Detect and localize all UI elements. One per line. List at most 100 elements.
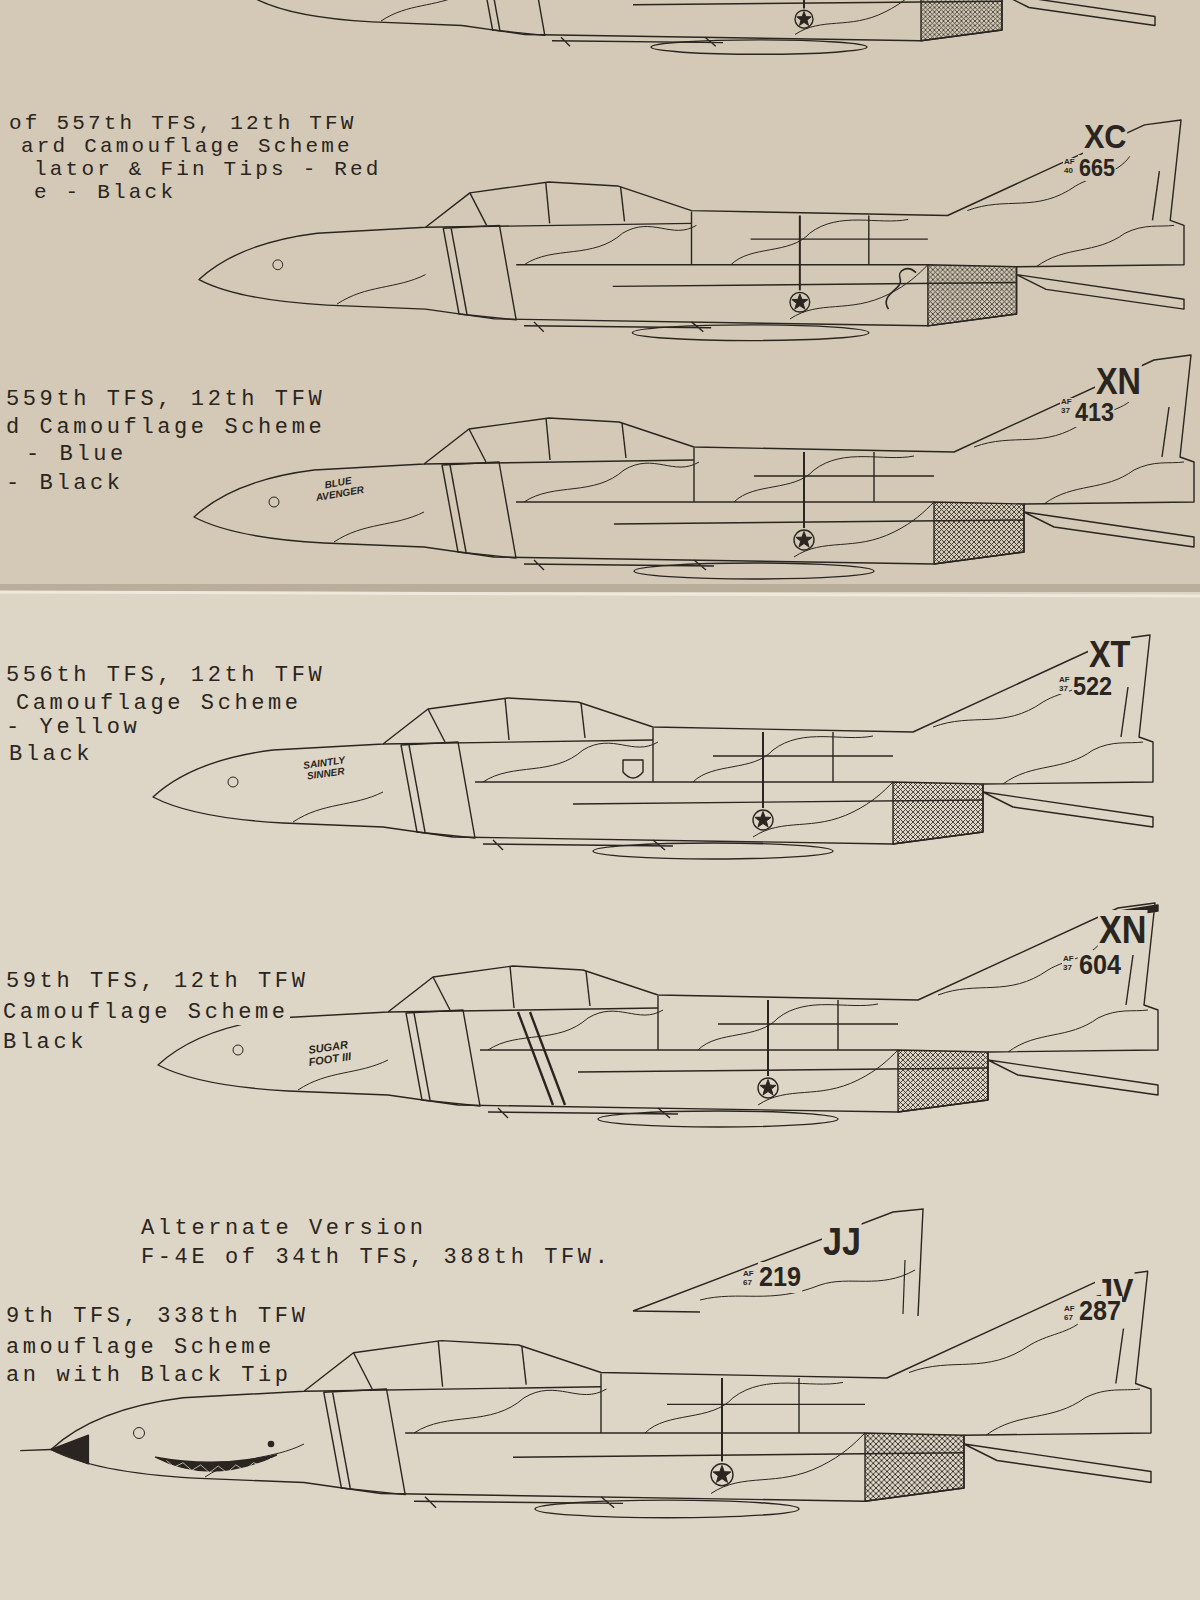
caption-line: - Blue bbox=[25, 443, 128, 467]
splitter-plate bbox=[485, 0, 499, 30]
camouflage-line bbox=[698, 1004, 878, 1050]
tail-code: JJ bbox=[822, 1222, 862, 1264]
panel-line bbox=[798, 1378, 799, 1433]
camouflage-line bbox=[790, 265, 928, 319]
camouflage-line bbox=[986, 1389, 1140, 1435]
camouflage-line bbox=[334, 512, 424, 542]
nose-roundel bbox=[134, 1428, 145, 1439]
antenna-line bbox=[803, 452, 805, 528]
stabilator bbox=[1024, 512, 1194, 547]
canopy-frame bbox=[546, 418, 550, 460]
caption-line: of 557th TFS, 12th TFW bbox=[8, 112, 358, 135]
serial-prefix: 37 bbox=[1060, 407, 1071, 416]
intake bbox=[324, 1389, 405, 1495]
antenna-line bbox=[721, 1378, 723, 1462]
star-insignia bbox=[713, 1465, 731, 1482]
tail-code: XT bbox=[1088, 635, 1131, 675]
canopy-frame bbox=[581, 703, 585, 738]
panel-line bbox=[657, 996, 658, 1050]
panel-line bbox=[691, 212, 692, 265]
serial-prefix: 37 bbox=[1058, 685, 1069, 694]
canopy-frame bbox=[354, 1353, 373, 1389]
tail-code: XC bbox=[1083, 118, 1127, 155]
intake bbox=[478, 0, 545, 35]
exhaust-nozzle bbox=[934, 502, 1024, 564]
camouflage-line bbox=[524, 225, 696, 264]
panel-line bbox=[480, 1049, 898, 1050]
star-insignia bbox=[797, 12, 812, 26]
star-insignia bbox=[790, 292, 810, 312]
fuselage-outline bbox=[194, 355, 1194, 564]
panel-line bbox=[667, 1404, 865, 1405]
serial-prefix: AF bbox=[1063, 158, 1076, 167]
shark-teeth bbox=[167, 1458, 272, 1472]
caption-line: 9th TFS, 338th TFW bbox=[5, 1305, 309, 1329]
squadron-badge bbox=[623, 760, 643, 778]
star-insignia bbox=[760, 1080, 776, 1095]
fuselage-stripe bbox=[518, 1012, 565, 1105]
stabilator bbox=[964, 1444, 1151, 1483]
shark-eye bbox=[268, 1441, 275, 1448]
panel-line bbox=[873, 452, 874, 502]
serial-prefix: AF bbox=[742, 1270, 755, 1279]
missile bbox=[488, 1108, 678, 1118]
canopy-frame bbox=[621, 187, 625, 221]
rudder-line bbox=[1121, 687, 1128, 737]
shark-mouth bbox=[156, 1455, 277, 1471]
missile bbox=[483, 840, 673, 850]
splitter-plate bbox=[451, 228, 467, 314]
serial-number: 413 bbox=[1074, 398, 1115, 427]
stabilator bbox=[1017, 275, 1184, 309]
camouflage-line bbox=[693, 736, 873, 782]
canopy-frame bbox=[433, 977, 450, 1010]
caption-line: Camouflage Scheme bbox=[15, 692, 303, 716]
intake bbox=[442, 462, 516, 558]
camouflage-line bbox=[293, 792, 383, 822]
caption-line: ard Camouflage Scheme bbox=[20, 135, 354, 158]
caption-line: Camouflage Scheme bbox=[2, 1001, 290, 1025]
star-insignia bbox=[796, 532, 812, 547]
panel-line bbox=[718, 1023, 898, 1024]
nose-art-name: SUGAR FOOT III bbox=[297, 1038, 362, 1069]
serial-prefix: 67 bbox=[742, 1279, 753, 1288]
antenna-line bbox=[767, 1000, 769, 1076]
camouflage-line bbox=[795, 0, 921, 35]
nose-roundel bbox=[228, 777, 238, 787]
canopy-frame bbox=[510, 966, 514, 1008]
nose-art-name: BLUE AVENGER bbox=[311, 473, 368, 503]
panel-line bbox=[754, 475, 934, 476]
camouflage-line bbox=[381, 0, 462, 21]
rudder-line bbox=[1152, 171, 1159, 220]
camouflage-line bbox=[1036, 225, 1174, 266]
intake bbox=[401, 742, 475, 838]
caption-line: 59th TFS, 12th TFW bbox=[5, 970, 309, 994]
canopy-frame bbox=[522, 1346, 526, 1385]
serial-number: 219 bbox=[758, 1262, 802, 1293]
serial-number: 665 bbox=[1078, 155, 1116, 181]
fuselage-outline bbox=[255, 0, 1155, 41]
camouflage-line bbox=[337, 275, 426, 305]
rudder-line bbox=[1162, 407, 1169, 457]
camouflage-line bbox=[1044, 462, 1184, 504]
exhaust-nozzle bbox=[865, 1433, 964, 1501]
missile bbox=[552, 37, 723, 46]
star-insignia bbox=[753, 810, 773, 830]
rudder-line bbox=[1116, 1329, 1124, 1384]
panel-line bbox=[405, 1432, 865, 1433]
fin-outline bbox=[633, 1209, 923, 1316]
tail-code: XN bbox=[1095, 362, 1142, 402]
exhaust-nozzle bbox=[928, 265, 1017, 326]
serial-prefix: AF bbox=[1058, 676, 1071, 685]
panel-line bbox=[868, 216, 869, 265]
caption-line: - Black bbox=[5, 472, 125, 496]
nose-art-name: SAINTLY SINNER bbox=[295, 754, 355, 783]
nose-roundel bbox=[233, 1045, 243, 1055]
caption-line: 556th TFS, 12th TFW bbox=[5, 664, 326, 688]
canopy-frame bbox=[469, 429, 486, 462]
camouflage-line bbox=[414, 1389, 607, 1433]
caption-line: e - Black bbox=[33, 181, 177, 204]
fold-shadow bbox=[0, 584, 1200, 592]
rudder-line bbox=[903, 1260, 905, 1314]
aircraft-profile bbox=[255, 0, 1155, 54]
